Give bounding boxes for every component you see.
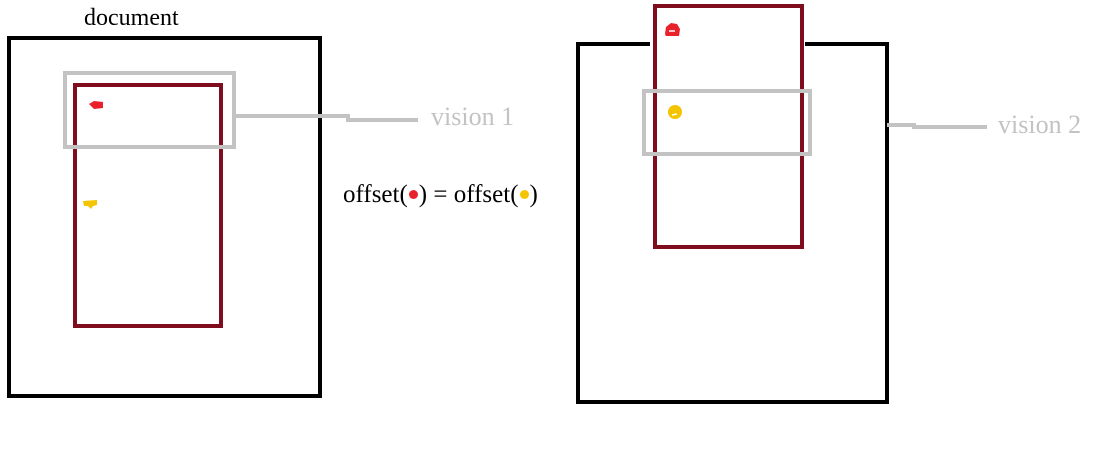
left-vision-leader [234, 114, 418, 122]
left-document-frame [7, 36, 322, 398]
left-element-box [73, 83, 223, 328]
red-marker-icon [408, 190, 418, 199]
red-marker-icon [89, 101, 103, 109]
red-marker-icon [665, 23, 680, 36]
document-title: document [84, 5, 179, 31]
right-document-frame [576, 42, 889, 404]
formula-prefix: offset( [343, 181, 408, 208]
yellow-marker-icon [668, 105, 682, 119]
yellow-marker-icon [519, 190, 529, 199]
offset-formula: offset( ) = offset( ) [343, 182, 538, 207]
formula-middle: ) = offset( [418, 181, 519, 208]
vision-2-label: vision 2 [998, 110, 1082, 139]
right-element-box [653, 4, 804, 249]
formula-suffix: ) [529, 181, 538, 208]
right-vision-leader [887, 123, 987, 129]
vision-1-label: vision 1 [431, 102, 515, 131]
yellow-marker-icon [83, 200, 97, 209]
left-viewport-box [63, 71, 236, 149]
right-viewport-box [642, 89, 812, 156]
